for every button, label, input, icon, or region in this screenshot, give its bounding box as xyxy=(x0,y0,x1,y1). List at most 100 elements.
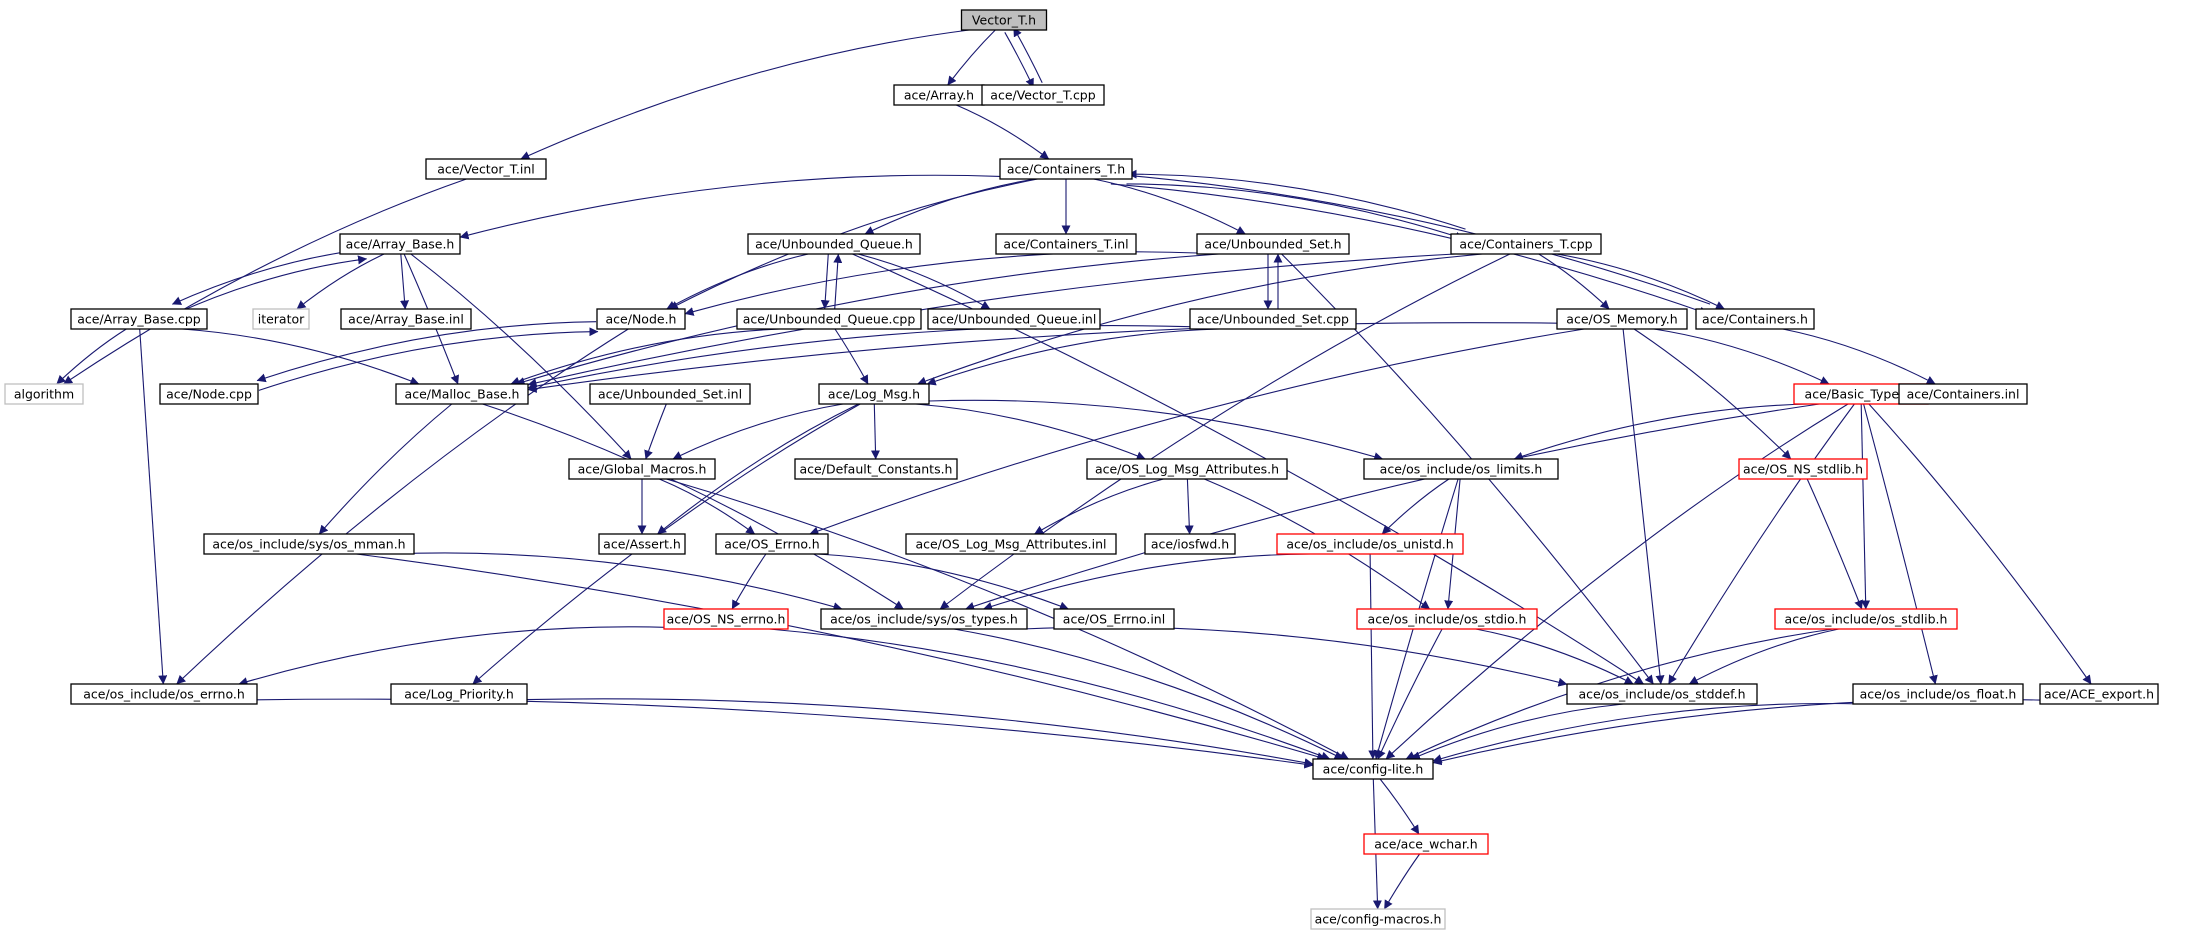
node-label: ace/iosfwd.h xyxy=(1151,537,1229,552)
node-node-h[interactable]: ace/Node.h xyxy=(596,308,686,330)
node-box xyxy=(794,458,958,480)
node-label: ace/ace_wchar.h xyxy=(1374,837,1477,852)
node-label: ace/Unbounded_Queue.inl xyxy=(932,312,1097,327)
node-os-log-msg-attributes-h[interactable]: ace/OS_Log_Msg_Attributes.h xyxy=(1086,458,1288,480)
edge-array_base_cpp-to-algorithm xyxy=(56,328,127,385)
node-box xyxy=(1774,608,1958,630)
edge-os_log_msg_attributes_h-to-iosfwd_h xyxy=(1184,478,1194,535)
node-box xyxy=(1312,758,1434,780)
node-box xyxy=(1356,608,1538,630)
edge-os_stdio_h-to-config_lite_h xyxy=(1377,628,1443,760)
node-unbounded-queue-cpp[interactable]: ace/Unbounded_Queue.cpp xyxy=(736,308,922,330)
edge-log_msg_h-to-global_macros_h xyxy=(672,403,844,460)
node-os-stdio-h[interactable]: ace/os_include/os_stdio.h xyxy=(1356,608,1538,630)
node-box xyxy=(1363,458,1559,480)
node-unbounded-queue-h[interactable]: ace/Unbounded_Queue.h xyxy=(747,233,921,255)
node-vector-t-h[interactable]: Vector_T.h xyxy=(960,9,1048,31)
node-os-unistd-h[interactable]: ace/os_include/os_unistd.h xyxy=(1276,533,1464,555)
node-os-stdlib-h[interactable]: ace/os_include/os_stdlib.h xyxy=(1774,608,1958,630)
node-os-errno-inl[interactable]: ace/OS_Errno.inl xyxy=(1053,608,1175,630)
edge-containers_t_h-to-containers_h xyxy=(1110,183,1709,316)
node-node-cpp[interactable]: ace/Node.cpp xyxy=(159,383,259,405)
node-ace-wchar-h[interactable]: ace/ace_wchar.h xyxy=(1363,833,1489,855)
node-os-ns-errno-h[interactable]: ace/OS_NS_errno.h xyxy=(663,608,789,630)
edge-containers_t_cpp-to-os_types_h xyxy=(939,253,1511,610)
node-containers-inl[interactable]: ace/Containers.inl xyxy=(1898,383,2028,405)
node-box xyxy=(995,233,1137,255)
node-os-stddef-h[interactable]: ace/os_include/os_stddef.h xyxy=(1566,683,1758,705)
node-array-base-cpp[interactable]: ace/Array_Base.cpp xyxy=(70,308,208,330)
node-ace-export-h[interactable]: ace/ACE_export.h xyxy=(2039,683,2159,705)
node-iterator[interactable]: iterator xyxy=(252,308,310,330)
edge-containers_t_h-to-containers_t_cpp xyxy=(1126,183,1465,241)
edge-unbounded_queue_h-to-unbounded_queue_inl xyxy=(857,253,991,310)
node-label: ace/os_include/os_unistd.h xyxy=(1286,537,1453,552)
node-label: ace/os_include/sys/os_types.h xyxy=(830,612,1018,627)
edge-vector_t_cpp-to-vector_t_h xyxy=(1013,27,1043,83)
edge-ace_wchar_h-to-config_macros_h xyxy=(1383,853,1421,910)
node-label: ace/Containers.h xyxy=(1702,312,1808,327)
edge-unbounded_queue_h-to-node_h xyxy=(666,253,809,310)
node-unbounded-set-h[interactable]: ace/Unbounded_Set.h xyxy=(1196,233,1350,255)
node-box xyxy=(1556,308,1688,330)
node-os-float-h[interactable]: ace/os_include/os_float.h xyxy=(1852,683,2024,705)
edge-config_lite_h-to-ace_wchar_h xyxy=(1379,778,1420,835)
edge-os_errno_h-to-config_lite_h xyxy=(256,698,1314,769)
node-box xyxy=(736,308,922,330)
node-algorithm[interactable]: algorithm xyxy=(4,383,84,405)
node-box xyxy=(818,383,930,405)
node-box xyxy=(1144,533,1236,555)
node-global-macros-h[interactable]: ace/Global_Macros.h xyxy=(568,458,716,480)
node-unbounded-set-inl[interactable]: ace/Unbounded_Set.inl xyxy=(589,383,751,405)
node-config-lite-h[interactable]: ace/config-lite.h xyxy=(1312,758,1434,780)
node-label: ace/OS_Errno.inl xyxy=(1063,612,1165,627)
node-os-types-h[interactable]: ace/os_include/sys/os_types.h xyxy=(820,608,1028,630)
edge-containers_t_h-to-unbounded_set_h xyxy=(1093,178,1246,235)
node-box xyxy=(999,158,1133,180)
node-label: ace/Array_Base.cpp xyxy=(77,312,201,327)
node-array-base-inl[interactable]: ace/Array_Base.inl xyxy=(340,308,472,330)
node-os-errno-h[interactable]: ace/os_include/os_errno.h xyxy=(70,683,258,705)
node-label: ace/os_include/os_float.h xyxy=(1860,687,2017,702)
node-os-errno-h-ace[interactable]: ace/OS_Errno.h xyxy=(715,533,829,555)
node-default-constants-h[interactable]: ace/Default_Constants.h xyxy=(794,458,958,480)
edge-unbounded_set_h-to-os_stddef_h xyxy=(1281,253,1654,685)
node-assert-h[interactable]: ace/Assert.h xyxy=(598,533,686,555)
node-log-msg-h[interactable]: ace/Log_Msg.h xyxy=(818,383,930,405)
node-label: ace/OS_Memory.h xyxy=(1566,312,1677,327)
node-containers-t-inl[interactable]: ace/Containers_T.inl xyxy=(995,233,1137,255)
node-box xyxy=(159,383,259,405)
node-box xyxy=(1086,458,1288,480)
edge-unbounded_set_cpp-to-malloc_base_h xyxy=(527,325,1191,391)
node-box xyxy=(390,683,528,705)
node-unbounded-set-cpp[interactable]: ace/Unbounded_Set.cpp xyxy=(1189,308,1357,330)
edge-os_types_h-to-os_stddef_h xyxy=(1022,626,1568,687)
node-malloc-base-h[interactable]: ace/Malloc_Base.h xyxy=(395,383,529,405)
node-box xyxy=(340,308,472,330)
node-os-ns-stdlib-h[interactable]: ace/OS_NS_stdlib.h xyxy=(1738,458,1868,480)
node-config-macros-h[interactable]: ace/config-macros.h xyxy=(1310,908,1446,930)
node-containers-t-h[interactable]: ace/Containers_T.h xyxy=(999,158,1133,180)
node-iosfwd-h[interactable]: ace/iosfwd.h xyxy=(1144,533,1236,555)
node-box xyxy=(596,308,686,330)
node-label: ace/Assert.h xyxy=(603,537,681,552)
node-array-base-h[interactable]: ace/Array_Base.h xyxy=(339,233,461,255)
edge-array_base_h-to-array_base_inl xyxy=(400,253,410,310)
node-os-limits-h[interactable]: ace/os_include/os_limits.h xyxy=(1363,458,1559,480)
node-containers-t-cpp[interactable]: ace/Containers_T.cpp xyxy=(1450,233,1602,255)
node-os-memory-h[interactable]: ace/OS_Memory.h xyxy=(1556,308,1688,330)
node-unbounded-queue-inl[interactable]: ace/Unbounded_Queue.inl xyxy=(927,308,1101,330)
node-containers-h[interactable]: ace/Containers.h xyxy=(1695,308,1815,330)
node-os-log-msg-attributes-inl[interactable]: ace/OS_Log_Msg_Attributes.inl xyxy=(905,533,1117,555)
node-array-h[interactable]: ace/Array.h xyxy=(893,84,985,106)
node-os-mman-h[interactable]: ace/os_include/sys/os_mman.h xyxy=(203,533,415,555)
edge-containers_t_cpp-to-log_msg_h xyxy=(917,253,1483,386)
edge-basic_types_h-to-os_float_h xyxy=(1863,403,1938,685)
node-label: ace/Vector_T.cpp xyxy=(990,88,1095,103)
node-vector-t-cpp[interactable]: ace/Vector_T.cpp xyxy=(981,84,1105,106)
edge-vector_t_h-to-array_h xyxy=(947,29,996,86)
node-log-priority-h[interactable]: ace/Log_Priority.h xyxy=(390,683,528,705)
node-vector-t-inl[interactable]: ace/Vector_T.inl xyxy=(425,158,547,180)
node-box xyxy=(252,308,310,330)
